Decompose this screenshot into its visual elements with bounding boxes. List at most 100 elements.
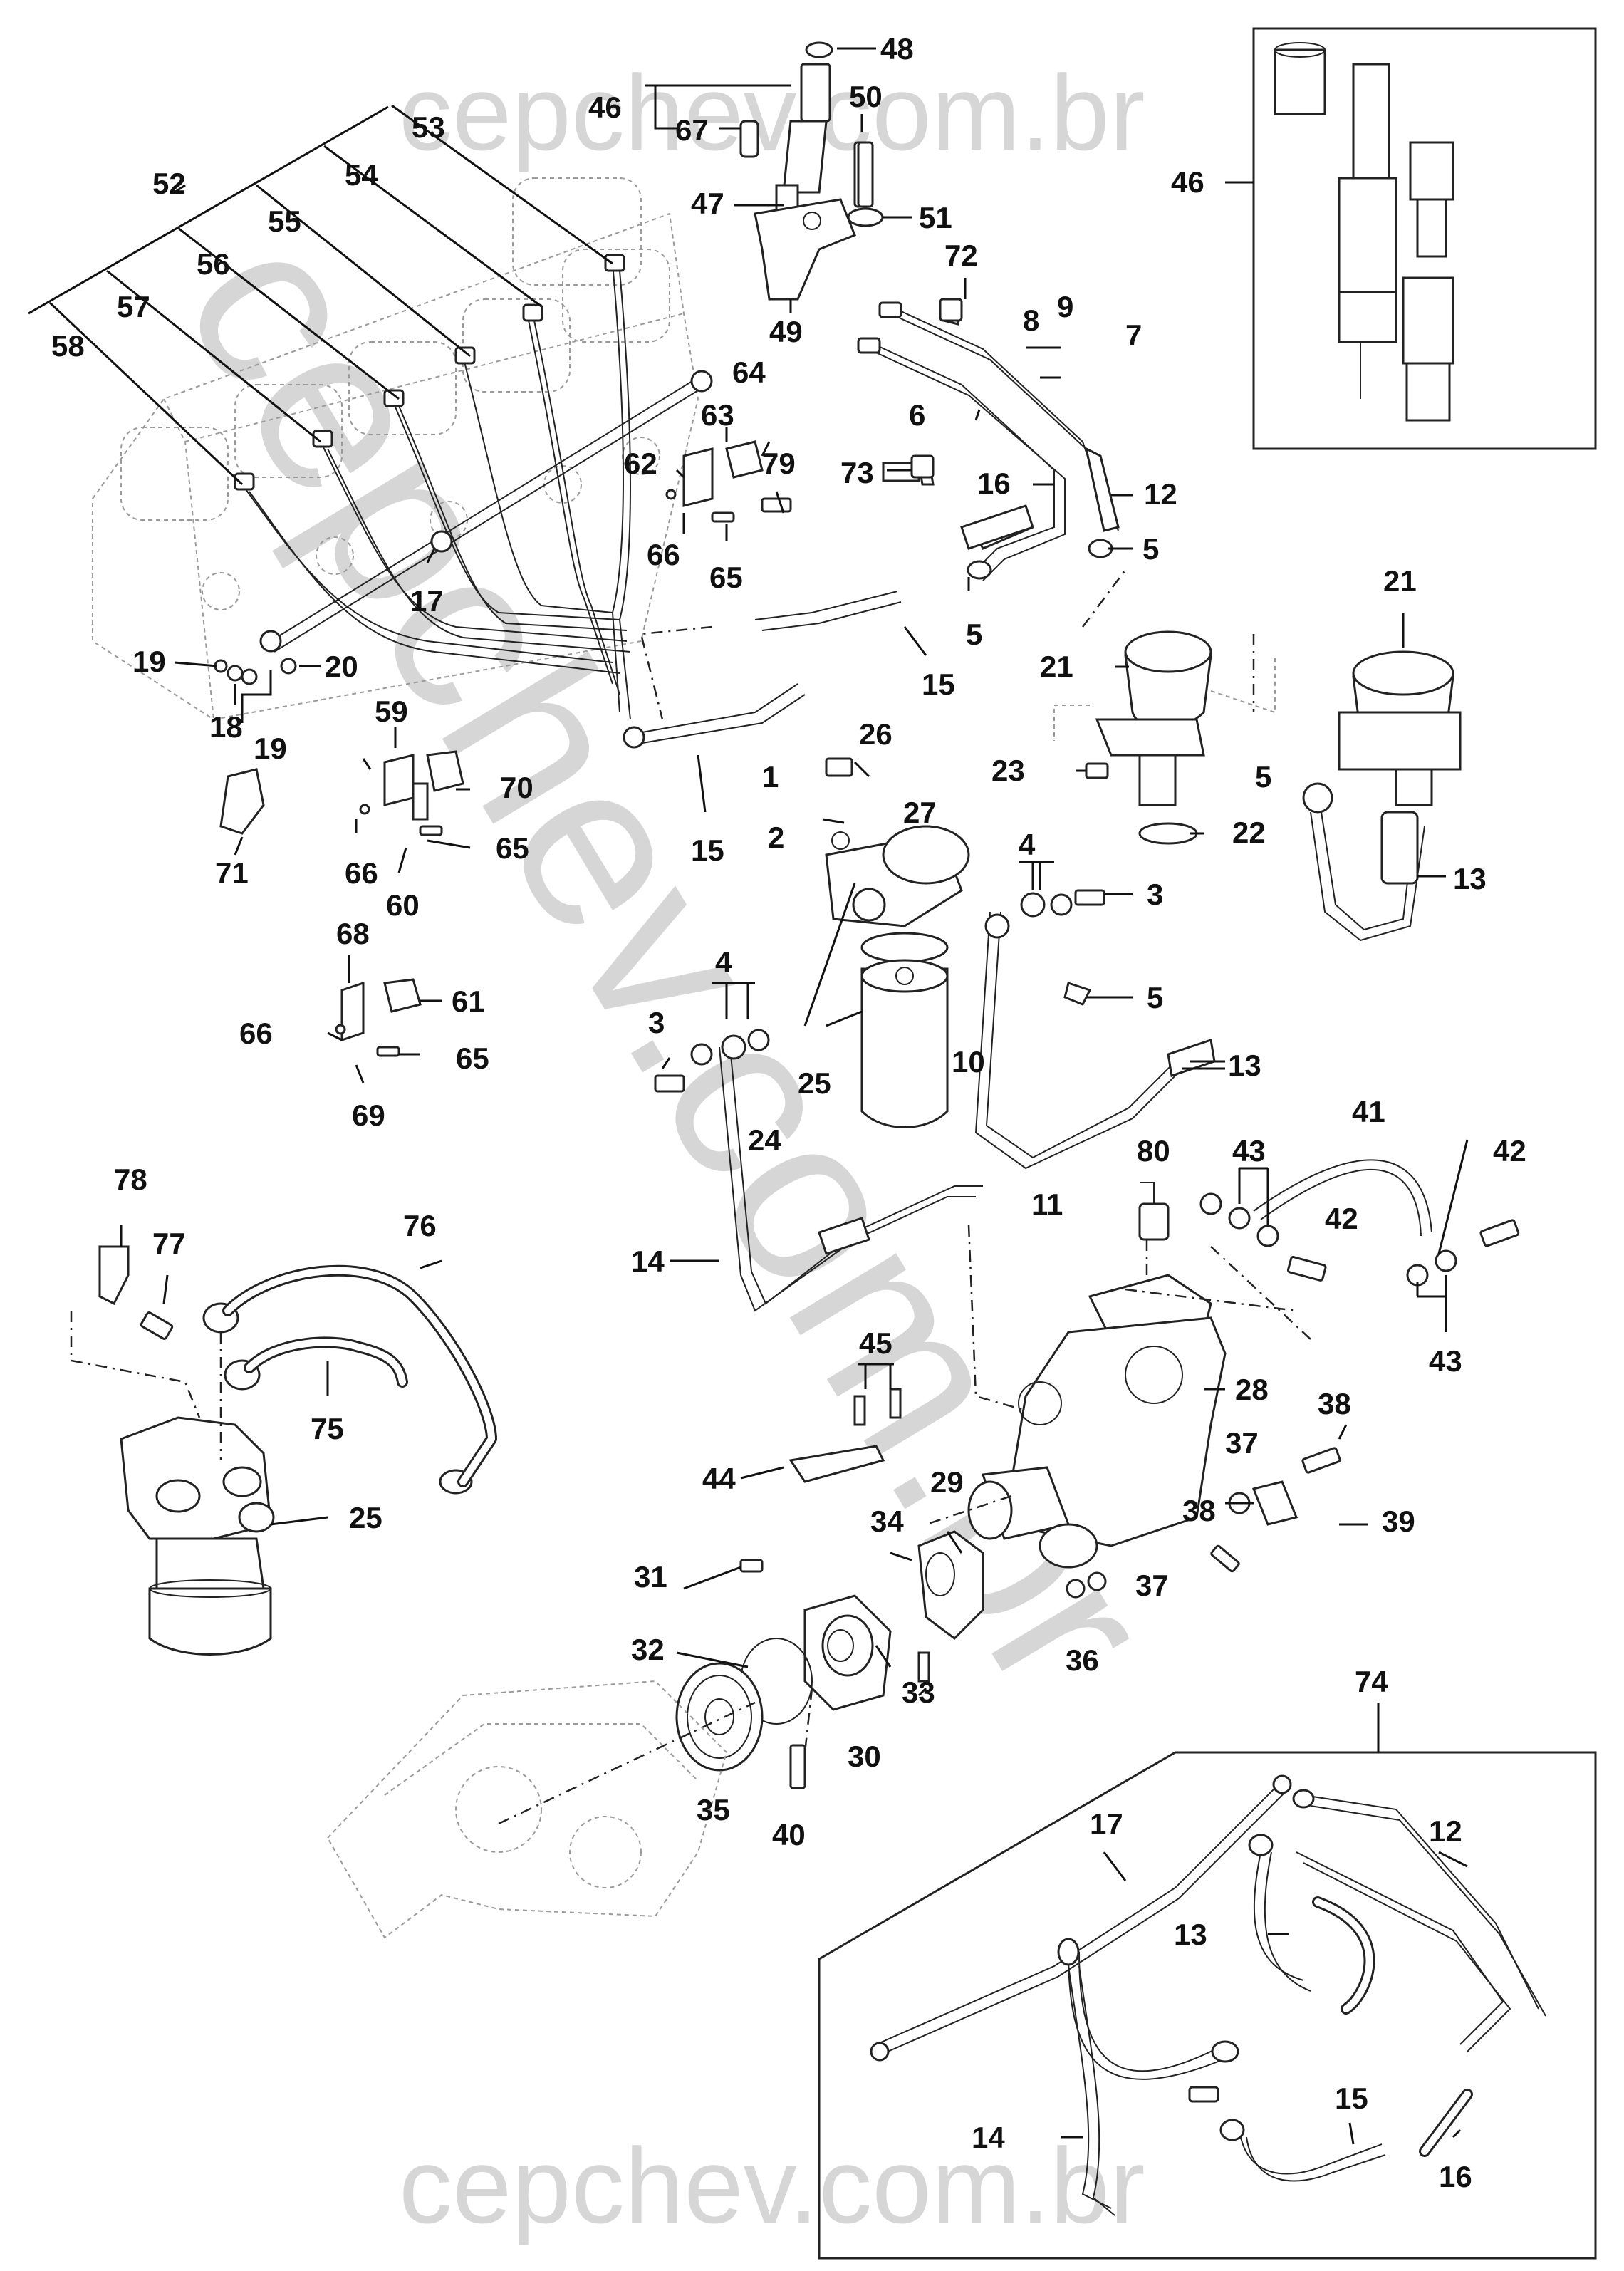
callout-3a: 3 xyxy=(1147,878,1163,911)
callout-76: 76 xyxy=(403,1209,437,1242)
callout-47: 47 xyxy=(691,187,724,220)
callout-40: 40 xyxy=(772,1818,806,1851)
callout-6: 6 xyxy=(909,398,925,432)
pump-drive-parts xyxy=(498,1495,1012,1825)
callout-52: 52 xyxy=(152,167,186,200)
callout-29: 29 xyxy=(930,1465,964,1499)
callout-5b: 5 xyxy=(966,618,982,651)
callout-17b: 17 xyxy=(1090,1807,1123,1841)
callout-21b: 21 xyxy=(1040,650,1073,683)
lift-pump-assembly xyxy=(1053,613,1462,845)
callout-25a: 25 xyxy=(798,1066,831,1100)
callout-38a: 38 xyxy=(1318,1387,1351,1420)
callout-4a: 4 xyxy=(1019,828,1036,861)
callout-33: 33 xyxy=(902,1675,935,1709)
callout-27: 27 xyxy=(903,796,937,829)
callout-11: 11 xyxy=(1031,1188,1063,1221)
callout-70: 70 xyxy=(500,771,533,804)
callout-7: 7 xyxy=(1125,318,1142,352)
callout-17: 17 xyxy=(410,584,444,618)
callout-71: 71 xyxy=(215,856,249,890)
washers-and-banjo-bolts xyxy=(654,757,1133,1093)
callout-77: 77 xyxy=(152,1227,186,1260)
leader-bracket-52 xyxy=(28,104,613,486)
callout-45: 45 xyxy=(859,1326,892,1360)
callout-79: 79 xyxy=(762,447,796,480)
callout-2: 2 xyxy=(768,821,784,854)
callout-5c: 5 xyxy=(1255,760,1271,794)
callout-65b: 65 xyxy=(496,831,529,865)
callout-39: 39 xyxy=(1382,1505,1415,1538)
callout-44: 44 xyxy=(702,1462,736,1495)
callout-28: 28 xyxy=(1235,1373,1269,1406)
callout-12b: 12 xyxy=(1429,1814,1462,1848)
callout-78: 78 xyxy=(114,1163,147,1196)
callout-24: 24 xyxy=(748,1123,781,1157)
callout-59: 59 xyxy=(375,695,408,728)
callout-5d: 5 xyxy=(1147,981,1163,1014)
small-fasteners xyxy=(740,1139,1520,1599)
callout-69: 69 xyxy=(352,1098,385,1132)
callout-41: 41 xyxy=(1352,1095,1385,1128)
callout-74: 74 xyxy=(1355,1665,1388,1698)
callout-10: 10 xyxy=(952,1045,985,1079)
bolts-and-washers xyxy=(174,141,1255,723)
callout-16: 16 xyxy=(977,467,1011,500)
callout-62: 62 xyxy=(624,447,657,480)
callout-58: 58 xyxy=(51,329,85,363)
callout-23: 23 xyxy=(991,754,1025,787)
callout-13a: 13 xyxy=(1453,862,1487,895)
callout-68: 68 xyxy=(336,917,370,950)
callout-57: 57 xyxy=(117,290,150,323)
callout-13b: 13 xyxy=(1228,1049,1261,1082)
callout-labels: 48 46 67 50 53 47 51 52 54 55 56 57 58 4… xyxy=(51,32,1526,2193)
callout-32: 32 xyxy=(631,1633,665,1666)
callout-31: 31 xyxy=(634,1560,667,1594)
callout-65a: 65 xyxy=(709,561,743,594)
callout-42b: 42 xyxy=(1325,1202,1358,1235)
callout-34: 34 xyxy=(870,1505,904,1538)
callout-80: 80 xyxy=(1137,1134,1170,1168)
callout-50: 50 xyxy=(849,80,883,113)
callout-19a: 19 xyxy=(132,645,166,678)
callout-15c: 15 xyxy=(1335,2082,1368,2115)
callout-65c: 65 xyxy=(456,1041,489,1075)
callout-3b: 3 xyxy=(648,1006,665,1039)
callout-43a: 43 xyxy=(1232,1134,1266,1168)
callout-12: 12 xyxy=(1144,477,1177,511)
callout-4b: 4 xyxy=(715,945,732,979)
callout-73: 73 xyxy=(840,456,874,489)
callout-66b: 66 xyxy=(345,856,378,890)
callout-63: 63 xyxy=(701,398,734,432)
callout-18: 18 xyxy=(209,710,243,744)
fuel-line-kit-box xyxy=(818,1703,1597,2260)
watermark-top: cepchev.com.br xyxy=(399,53,1145,172)
callout-49: 49 xyxy=(769,315,803,348)
callout-13c: 13 xyxy=(1174,1918,1207,1951)
callout-14a: 14 xyxy=(631,1244,665,1278)
callout-22: 22 xyxy=(1232,816,1266,849)
callout-15a: 15 xyxy=(922,667,955,701)
callout-35: 35 xyxy=(697,1793,730,1826)
callout-20: 20 xyxy=(325,650,358,683)
callout-66a: 66 xyxy=(647,538,680,571)
callout-8: 8 xyxy=(1023,303,1039,337)
callout-67: 67 xyxy=(675,113,709,147)
fuel-filter-head xyxy=(803,761,970,1128)
callout-36: 36 xyxy=(1066,1643,1099,1677)
callout-75: 75 xyxy=(311,1412,344,1445)
callout-1: 1 xyxy=(762,760,779,794)
callout-25b: 25 xyxy=(349,1501,382,1534)
callout-37b: 37 xyxy=(1135,1569,1169,1602)
callout-16b: 16 xyxy=(1439,2160,1472,2193)
callout-61: 61 xyxy=(452,984,485,1018)
callout-38b: 38 xyxy=(1182,1494,1216,1527)
remote-filter-assembly xyxy=(70,1225,497,1656)
callout-46-detail: 46 xyxy=(1171,165,1204,199)
return-lines-12-16 xyxy=(857,301,1133,591)
callout-42a: 42 xyxy=(1493,1134,1526,1168)
callout-60: 60 xyxy=(386,888,420,922)
callout-53: 53 xyxy=(412,110,445,144)
callout-51: 51 xyxy=(919,201,952,234)
